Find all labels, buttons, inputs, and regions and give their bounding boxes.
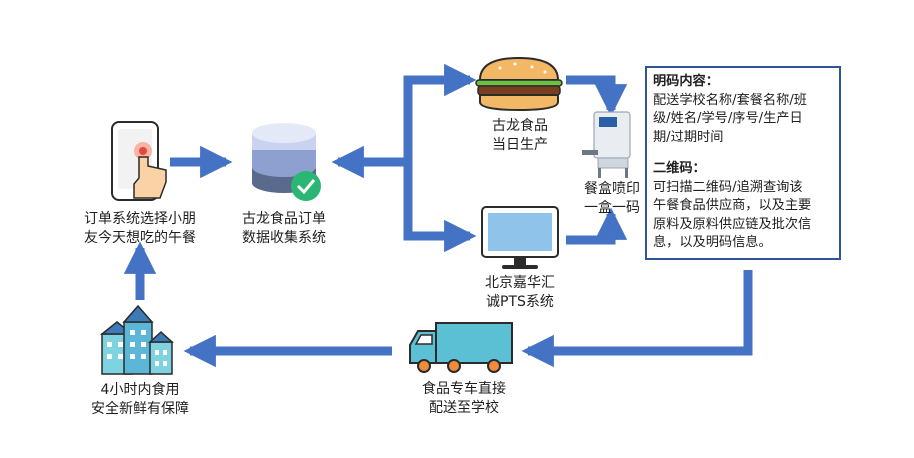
node-truck-line1: 食品专车直接 bbox=[422, 381, 506, 397]
qr-code-line: 息，以及明码信息。 bbox=[653, 235, 772, 250]
node-food-line1: 古龙食品 bbox=[492, 118, 548, 134]
arrow-fork-to-food bbox=[403, 63, 477, 233]
printer-icon bbox=[582, 111, 631, 178]
node-truck-line2: 配送至学校 bbox=[429, 400, 499, 416]
node-school-label: 4小时内食用 安全新鲜有保障 bbox=[78, 381, 202, 419]
burger-icon bbox=[475, 56, 563, 112]
plain-code-line: 配送学校名称/套餐名称/班 bbox=[653, 92, 807, 108]
qr-code-line: 可扫描二维码/追溯查询该 bbox=[653, 179, 803, 195]
arrow-info-to-truck bbox=[521, 270, 753, 368]
node-pts-line2: 诚PTS系统 bbox=[486, 294, 554, 310]
qr-code-title: 二维码： bbox=[653, 161, 706, 176]
arrow-food-to-printer bbox=[566, 75, 628, 117]
school-building-icon bbox=[99, 304, 174, 375]
node-printer-label: 餐盒喷印 一盒一码 bbox=[572, 180, 652, 218]
node-printer-line2: 一盒一码 bbox=[584, 200, 640, 216]
truck-icon bbox=[409, 322, 513, 373]
node-school-line2: 安全新鲜有保障 bbox=[91, 401, 189, 417]
node-printer-line1: 餐盒喷印 bbox=[584, 181, 640, 197]
node-food-label: 古龙食品 当日生产 bbox=[468, 117, 572, 155]
arrow-fork-to-pts bbox=[403, 162, 477, 253]
plain-code-title: 明码内容： bbox=[653, 74, 719, 89]
node-pts-label: 北京嘉华汇 诚PTS系统 bbox=[466, 274, 574, 312]
node-order-label: 订单系统选择小朋 友今天想吃的午餐 bbox=[60, 210, 220, 248]
node-database-label: 古龙食品订单 数据收集系统 bbox=[224, 210, 344, 248]
node-pts-line1: 北京嘉华汇 bbox=[485, 275, 555, 291]
node-database-line2: 数据收集系统 bbox=[242, 230, 326, 246]
database-icon bbox=[252, 123, 321, 201]
node-food-line2: 当日生产 bbox=[492, 137, 548, 153]
code-info-box: 明码内容： 配送学校名称/套餐名称/班 级/姓名/学号/序号/生产日 期/过期时… bbox=[645, 66, 841, 260]
node-order-line2: 友今天想吃的午餐 bbox=[84, 230, 196, 246]
qr-code-line: 午餐食品供应商，以及主要 bbox=[653, 198, 812, 213]
plain-code-line: 级/姓名/学号/序号/生产日 bbox=[653, 111, 803, 126]
phone-hand-icon bbox=[111, 121, 167, 201]
qr-code-line: 原料及原料供应链及批次信 bbox=[653, 216, 812, 232]
node-order-line1: 订单系统选择小朋 bbox=[84, 211, 196, 227]
node-school-line1: 4小时内食用 bbox=[100, 382, 180, 398]
arrow-pts-to-printer bbox=[566, 207, 628, 245]
node-database-line1: 古龙食品订单 bbox=[242, 211, 326, 227]
plain-code-line: 期/过期时间 bbox=[653, 129, 724, 145]
monitor-icon bbox=[481, 206, 559, 269]
node-truck-label: 食品专车直接 配送至学校 bbox=[404, 380, 524, 418]
